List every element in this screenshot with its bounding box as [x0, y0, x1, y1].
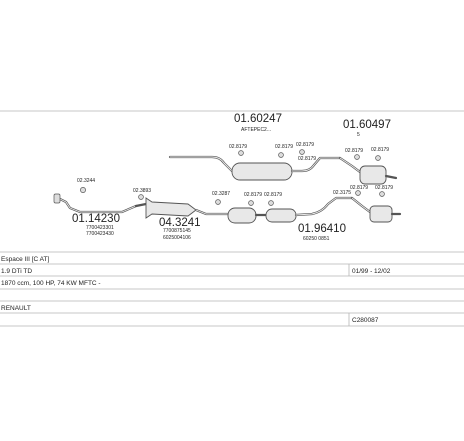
vehicle-model: Espace III [C AT]	[1, 256, 49, 263]
top-ref-3: 02.8179	[296, 142, 314, 148]
top-right-part-number: 01.60497	[343, 119, 391, 131]
catalytic-converter	[134, 194, 230, 219]
bottom-ref-6: 02.3175	[333, 190, 351, 196]
upper-exhaust-assembly: 01.60247 AFTEPEC2... 01.60497 5 02.8179 …	[168, 113, 398, 185]
hanger-icon	[355, 190, 361, 196]
top-ref-1: 02.8179	[229, 144, 247, 150]
upper-middle-silencer	[168, 149, 342, 181]
hanger-icon	[375, 155, 381, 161]
production-period: 01/99 - 12/02	[352, 268, 391, 275]
engine-type: 1.9 DTi TD	[1, 268, 32, 275]
catalyst-code-1: 7700875145	[163, 228, 191, 234]
top-ref-2: 02.8179	[275, 144, 293, 150]
top-left-part-subtitle: AFTEPEC2...	[241, 127, 271, 133]
hanger-icon	[248, 200, 254, 206]
hanger-icon	[215, 199, 221, 205]
front-pipe-code-1: 7700423301	[86, 225, 114, 231]
hanger-icon	[379, 191, 385, 197]
bottom-ref-5: 02.8179	[375, 185, 393, 191]
hanger-icon	[268, 200, 274, 206]
vehicle-info-table: Espace III [C AT] 1.9 DTi TD 01/99 - 12/…	[0, 110, 464, 327]
bottom-ref-3: 02.8179	[264, 192, 282, 198]
top-ref-6: 02.8179	[298, 156, 316, 162]
top-ref-5: 02.8179	[371, 147, 389, 153]
hanger-icon	[238, 150, 244, 156]
catalyst-code-2: 6025004106	[163, 235, 191, 241]
cat-small-ref: 02.3893	[133, 188, 151, 194]
front-pipe-code-2: 7700423430	[86, 231, 114, 237]
bottom-ref-1: 02.3287	[212, 191, 230, 197]
top-right-part-subtitle: 5	[357, 132, 360, 138]
rear-part-code: 60250 0851	[303, 236, 330, 242]
gasket-icon	[80, 187, 86, 193]
front-pipe	[53, 187, 138, 214]
catalyst-part-number: 04.3241	[159, 217, 201, 229]
hanger-icon	[354, 154, 360, 160]
lower-rear-silencer	[350, 190, 402, 223]
upper-rear-silencer	[338, 154, 398, 185]
bottom-ref-2: 02.8179	[244, 192, 262, 198]
lower-exhaust-assembly: 02.3244 01.14230 7700423301 7700423430 0…	[53, 178, 402, 242]
top-ref-4: 02.8179	[345, 148, 363, 154]
front-small-ref: 02.3244	[77, 178, 95, 184]
top-left-part-number: 01.60247	[234, 113, 282, 125]
flange-icon	[53, 193, 61, 204]
lower-middle-silencers	[215, 196, 354, 224]
rear-part-number: 01.96410	[298, 223, 346, 235]
system-code: C280087	[352, 317, 379, 324]
vehicle-maker: RENAULT	[1, 305, 31, 312]
hanger-icon	[299, 149, 305, 155]
front-pipe-part-number: 01.14230	[72, 213, 120, 225]
hanger-icon	[278, 152, 284, 158]
bottom-ref-4: 02.8179	[350, 185, 368, 191]
gasket-icon	[138, 194, 144, 200]
engine-specs: 1870 ccm, 100 HP, 74 KW MFTC -	[1, 280, 101, 287]
